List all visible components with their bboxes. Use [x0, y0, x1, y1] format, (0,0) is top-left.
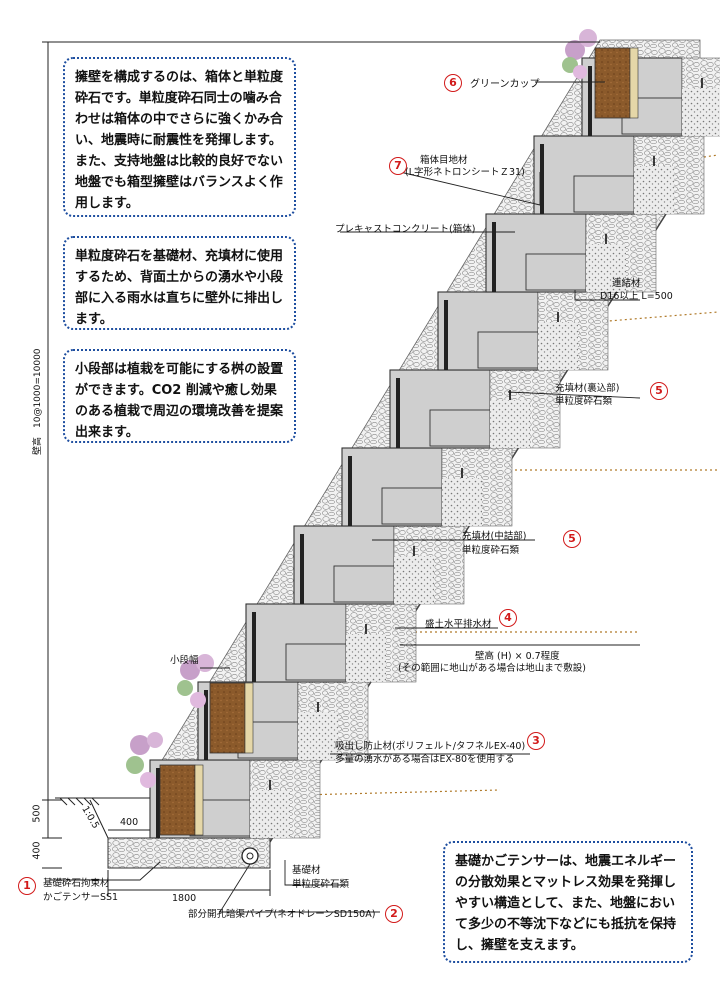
label-pipe: 部分開孔暗渠パイプ(ネオドレーンSD150A) — [188, 909, 376, 920]
box-inner — [477, 331, 539, 369]
marker-5-back: 5 — [650, 382, 668, 400]
dim-400-vert: 400 — [31, 841, 43, 860]
soil-pocket — [594, 47, 631, 119]
label-base-material-2: 単粒度砕石類 — [292, 879, 350, 890]
fine-fill — [490, 400, 530, 448]
box-inner — [429, 409, 491, 447]
drain-pipe — [241, 847, 259, 865]
box-face — [396, 378, 400, 448]
label-suction: 吸出し防止材(ポリフェルト/タフネルEX-40) — [335, 741, 526, 752]
label-green-cup: グリーンカップ — [470, 79, 540, 90]
note-lower: 小段部は植栽を可能にする桝の設置ができます。CO2 削減や癒し効果のある植栽で周… — [63, 349, 296, 443]
box-face — [156, 768, 160, 838]
fine-fill — [298, 712, 338, 760]
fine-fill — [442, 478, 482, 526]
label-connector-2: D16以上 L=500 — [600, 291, 673, 302]
pocket-liner — [629, 47, 639, 119]
note-middle: 単粒度砕石を基礎材、充填材に使用するため、背面土からの湧水や小段部に入る雨水は直… — [63, 236, 296, 330]
label-joint-material: 箱体目地材 — [420, 155, 468, 166]
marker-4: 4 — [499, 609, 517, 627]
box-face — [588, 66, 592, 136]
fine-fill — [346, 634, 386, 682]
box-inner — [573, 175, 635, 213]
height-dimension — [42, 41, 600, 869]
label-joint-material-2: (L字形ネトロンシートＺ31) — [405, 167, 525, 178]
note-bottom: 基礎かごテンサーは、地震エネルギーの分散効果とマットレス効果を発揮しやすい構造と… — [443, 841, 693, 963]
plant-bottom — [126, 732, 163, 788]
fine-fill — [634, 166, 674, 214]
label-fill-back: 充填材(裏込部) — [555, 383, 620, 394]
label-connector: 連結材 — [612, 278, 641, 289]
label-precast: プレキャストコンクリート(箱体) — [335, 224, 476, 235]
label-base-binder-2: かごテンサーSS1 — [43, 892, 119, 903]
label-wall-height: 壁高 10@1000=10000 — [33, 348, 43, 455]
plant-mid — [177, 654, 214, 708]
label-base-binder: 基礎砕石拘束材 — [43, 878, 110, 889]
box-inner — [285, 643, 347, 681]
dim-500: 500 — [31, 804, 43, 823]
pocket-liner — [194, 764, 204, 836]
label-suction-2: 多量の湧水がある場合はEX-80を使用する — [335, 754, 515, 765]
fine-fill — [682, 88, 720, 136]
label-fill-mid-2: 単粒度砕石類 — [462, 545, 520, 556]
fine-fill — [586, 244, 626, 292]
soil-pocket — [209, 682, 246, 754]
label-fill-mid: 充填材(中詰部) — [462, 531, 527, 542]
dim-400-top: 400 — [120, 817, 139, 828]
soil-pocket — [159, 764, 196, 836]
box-inner — [381, 487, 443, 525]
box-face — [348, 456, 352, 526]
box-face — [444, 300, 448, 370]
base-ground — [55, 797, 150, 839]
leader-lines — [50, 81, 641, 913]
marker-6: 6 — [444, 74, 462, 92]
label-step-width: 小段幅 — [170, 655, 199, 666]
box-face — [204, 690, 208, 760]
marker-3: 3 — [527, 732, 545, 750]
label-drain: 盛土水平排水材 — [425, 619, 492, 630]
note-top: 擁壁を構成するのは、箱体と単粒度砕石です。単粒度砕石同士の噛み合わせは箱体の中で… — [63, 57, 296, 217]
box-inner — [525, 253, 587, 291]
box-face — [300, 534, 304, 604]
label-height-ratio-2: (その範囲に地山がある場合は地山まで敷設) — [398, 663, 586, 674]
marker-5-mid: 5 — [563, 530, 581, 548]
bottom-dimensions — [107, 644, 640, 896]
marker-7: 7 — [389, 157, 407, 175]
marker-1: 1 — [18, 877, 36, 895]
box-inner — [333, 565, 395, 603]
label-fill-back-2: 単粒度砕石類 — [555, 396, 613, 407]
dim-1800: 1800 — [172, 893, 197, 904]
fine-fill — [394, 556, 434, 604]
precast-boxes — [149, 47, 720, 839]
box-face — [492, 222, 496, 292]
marker-2: 2 — [385, 905, 403, 923]
label-base-material: 基礎材 — [292, 865, 321, 876]
box-face — [252, 612, 256, 682]
fine-fill — [538, 322, 578, 370]
fine-fill — [250, 790, 290, 838]
box-face — [540, 144, 544, 214]
pocket-liner — [244, 682, 254, 754]
label-height-ratio: 壁高 (H) × 0.7程度 — [475, 651, 560, 662]
